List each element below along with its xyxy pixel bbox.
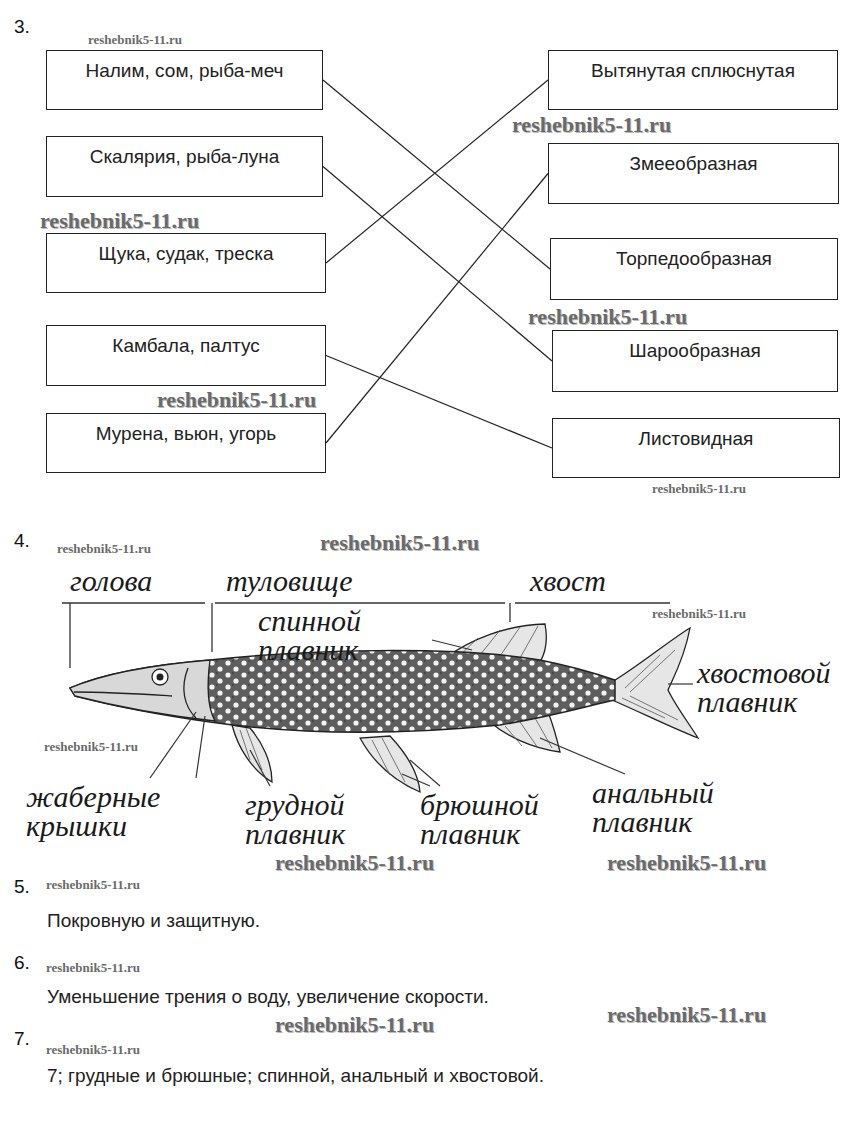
item-number: 5. xyxy=(14,876,30,898)
part-label: спинной плавник xyxy=(258,606,423,664)
watermark: reshebnik5-11.ru xyxy=(528,306,687,328)
part-label: голова xyxy=(70,566,152,595)
shape-box: Змееобразная xyxy=(548,143,839,204)
shape-box: Щука, судак, треска xyxy=(46,233,326,293)
watermark: reshebnik5-11.ru xyxy=(57,542,151,555)
watermark: reshebnik5-11.ru xyxy=(157,389,316,411)
shape-box: Вытянутая сплюснутая xyxy=(548,50,838,110)
watermark: reshebnik5-11.ru xyxy=(46,1043,140,1056)
watermark: reshebnik5-11.ru xyxy=(512,114,671,136)
item-number: 3. xyxy=(14,16,30,38)
box-text: Щука, судак, треска xyxy=(55,242,317,266)
shape-box: Мурена, вьюн, угорь xyxy=(46,413,326,473)
shape-box: Камбала, палтус xyxy=(46,325,326,386)
watermark: reshebnik5-11.ru xyxy=(46,878,140,891)
part-label: анальный плавник xyxy=(592,778,772,836)
answer-text: 7; грудные и брюшные; спинной, анальный … xyxy=(47,1065,544,1087)
shape-box: Налим, сом, рыба-меч xyxy=(46,50,323,110)
gill-cover xyxy=(184,668,196,718)
watermark: reshebnik5-11.ru xyxy=(88,33,182,46)
watermark: reshebnik5-11.ru xyxy=(275,852,434,874)
box-text: Налим, сом, рыба-меч xyxy=(55,59,314,83)
shape-box: Скалярия, рыба-луна xyxy=(46,136,323,197)
eye xyxy=(152,669,168,685)
box-text: Скалярия, рыба-луна xyxy=(55,145,314,169)
item-number: 6. xyxy=(14,952,30,974)
watermark: reshebnik5-11.ru xyxy=(652,607,746,620)
connector-line xyxy=(326,80,548,263)
connector-line xyxy=(323,167,552,362)
connector-line xyxy=(326,174,548,444)
answer-text: Покровную и защитную. xyxy=(47,910,260,932)
part-label: брюшной плавник xyxy=(420,790,580,848)
box-text: Мурена, вьюн, угорь xyxy=(55,422,317,446)
box-text: Торпедообразная xyxy=(559,247,829,271)
watermark: reshebnik5-11.ru xyxy=(275,1014,434,1036)
box-text: Листовидная xyxy=(561,427,831,451)
watermark: reshebnik5-11.ru xyxy=(607,852,766,874)
box-text: Камбала, палтус xyxy=(55,334,317,358)
pupil xyxy=(157,674,164,681)
shape-box: Листовидная xyxy=(552,418,840,478)
box-text: Вытянутая сплюснутая xyxy=(557,59,829,83)
watermark: reshebnik5-11.ru xyxy=(320,532,479,554)
watermark: reshebnik5-11.ru xyxy=(652,482,746,495)
mouth-line xyxy=(74,692,172,696)
part-label: хвост xyxy=(530,566,606,595)
part-label: грудной плавник xyxy=(245,790,415,848)
shape-box: Торпедообразная xyxy=(550,238,838,300)
leader-lines xyxy=(150,640,693,786)
part-label: хвостовой плавник xyxy=(697,658,837,716)
connector-line xyxy=(323,80,550,269)
box-text: Змееобразная xyxy=(557,152,830,176)
item-number: 4. xyxy=(14,530,30,552)
answer-text: Уменьшение трения о воду, увеличение ско… xyxy=(47,986,489,1008)
part-label: жаберные крышки xyxy=(26,782,226,840)
watermark: reshebnik5-11.ru xyxy=(607,1004,766,1026)
watermark: reshebnik5-11.ru xyxy=(40,210,199,232)
shape-box: Шарообразная xyxy=(552,330,838,392)
pike-head xyxy=(70,660,215,721)
watermark: reshebnik5-11.ru xyxy=(44,740,138,753)
item-number: 7. xyxy=(14,1028,30,1050)
box-text: Шарообразная xyxy=(561,339,829,363)
part-label: туловище xyxy=(226,566,353,595)
watermark: reshebnik5-11.ru xyxy=(46,961,140,974)
